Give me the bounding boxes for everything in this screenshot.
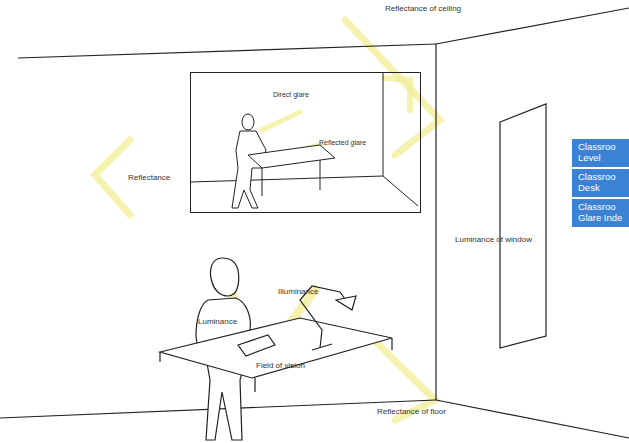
annotation-label: Reflectance of floor bbox=[377, 408, 446, 417]
light-beam bbox=[385, 78, 410, 110]
inset-room-edge bbox=[383, 73, 418, 206]
desk bbox=[262, 160, 320, 196]
annotation-label: Luminance bbox=[198, 318, 237, 327]
annotation-label: Illuminance bbox=[278, 288, 318, 297]
annotation-label: Luminance of window bbox=[455, 236, 532, 245]
menu-button: Classroo Desk bbox=[571, 168, 629, 198]
person-figure bbox=[210, 258, 238, 296]
desk bbox=[248, 145, 335, 168]
glare-label: Reflected glare bbox=[319, 139, 366, 147]
person-figure bbox=[242, 114, 254, 130]
floor-edge bbox=[436, 400, 629, 438]
paper bbox=[238, 335, 275, 356]
desk-lamp bbox=[312, 344, 332, 350]
annotation-label: Reflectance of ceiling bbox=[385, 5, 461, 14]
light-beam bbox=[345, 20, 440, 155]
light-beam bbox=[262, 112, 300, 130]
annotation-label: Reflectance bbox=[128, 174, 170, 183]
desk bbox=[160, 318, 392, 378]
button-label: Classroo Desk bbox=[572, 169, 624, 197]
ceiling-edge bbox=[18, 44, 436, 58]
inset-picture: Direct glareReflected glare bbox=[190, 72, 421, 213]
desk-lamp bbox=[336, 296, 356, 310]
menu-button: Classroo Glare Inde bbox=[571, 198, 629, 228]
person-figure bbox=[232, 131, 266, 208]
ceiling-edge bbox=[436, 8, 629, 44]
inset-room-edge bbox=[191, 176, 383, 182]
glare-label: Direct glare bbox=[273, 91, 309, 99]
wall-corner bbox=[435, 44, 436, 400]
menu-button: Classroo Level bbox=[571, 138, 629, 168]
button-label: Classroo Level bbox=[572, 139, 624, 167]
desk bbox=[160, 338, 392, 392]
window-frame bbox=[500, 104, 546, 348]
annotation-label: Field of vision bbox=[256, 362, 305, 371]
light-beam bbox=[95, 140, 130, 215]
button-label: Classroo Glare Inde bbox=[572, 199, 624, 227]
